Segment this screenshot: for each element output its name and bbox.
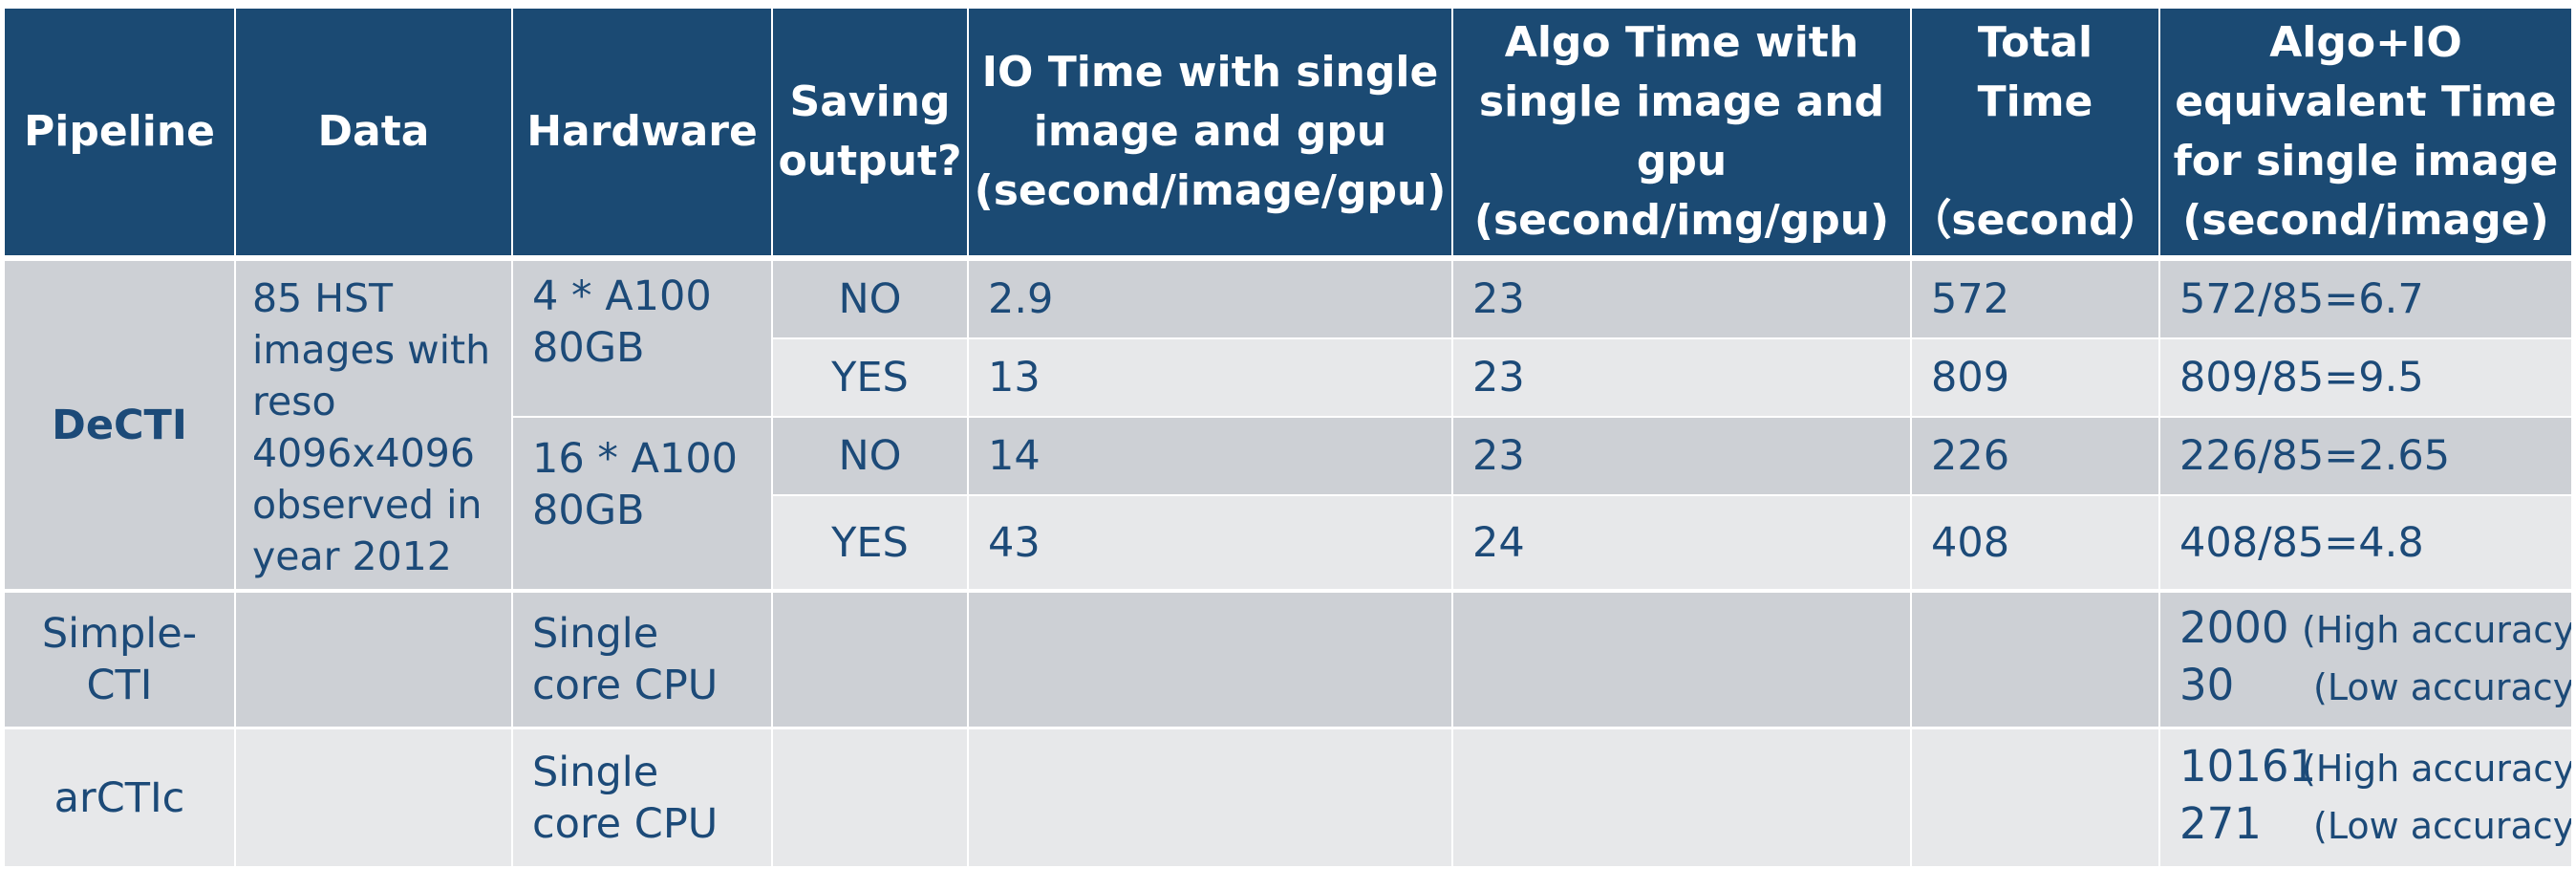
equivalent-time-cell: 10161 (High accuracy) 271 (Low accuracy) [2160, 729, 2571, 866]
algo-time-cell: 23 [1453, 339, 1910, 416]
high-accuracy-line: 2000 (High accuracy) [2179, 602, 2571, 660]
high-accuracy-value: 2000 [2179, 602, 2289, 653]
high-accuracy-value: 10161 [2179, 740, 2317, 792]
hardware-single-core-cpu: Single core CPU [513, 729, 771, 866]
low-accuracy-label: (Low accuracy) [2313, 804, 2571, 847]
low-accuracy-label: (Low accuracy) [2313, 666, 2571, 708]
header-total-time: Total Time （second） [1912, 9, 2158, 255]
pipeline-simplecti: Simple- CTI [5, 593, 234, 727]
header-hardware: Hardware [513, 9, 771, 255]
io-time-cell: 2.9 [969, 261, 1451, 337]
header-io-time: IO Time with single image and gpu (secon… [969, 9, 1451, 255]
io-time-cell: 14 [969, 418, 1451, 494]
data-description: 85 HST images with reso 4096x4096 observ… [236, 261, 511, 589]
algo-time-cell-empty [1453, 593, 1910, 727]
high-accuracy-label: (High accuracy) [2302, 747, 2571, 790]
algo-time-cell: 23 [1453, 261, 1910, 337]
io-time-cell: 13 [969, 339, 1451, 416]
io-time-cell-empty [969, 593, 1451, 727]
total-time-cell: 572 [1912, 261, 2158, 337]
total-time-cell-empty [1912, 593, 2158, 727]
header-algo-time: Algo Time with single image and gpu (sec… [1453, 9, 1910, 255]
data-cell-empty [236, 729, 511, 866]
total-time-cell: 809 [1912, 339, 2158, 416]
equivalent-time-cell: 408/85=4.8 [2160, 496, 2571, 589]
equivalent-time-cell: 809/85=9.5 [2160, 339, 2571, 416]
hardware-16-a100: 16 * A100 80GB [513, 418, 771, 589]
low-accuracy-value: 30 [2179, 660, 2235, 710]
hardware-single-core-cpu: Single core CPU [513, 593, 771, 727]
low-accuracy-line: 30 (Low accuracy) [2179, 660, 2571, 717]
equivalent-time-cell: 2000 (High accuracy) 30 (Low accuracy) [2160, 593, 2571, 727]
total-time-cell: 408 [1912, 496, 2158, 589]
total-time-cell: 226 [1912, 418, 2158, 494]
io-time-cell-empty [969, 729, 1451, 866]
algo-time-cell: 23 [1453, 418, 1910, 494]
header-data: Data [236, 9, 511, 255]
saving-output-cell: YES [773, 496, 967, 589]
low-accuracy-value: 271 [2179, 797, 2262, 849]
saving-output-cell: NO [773, 418, 967, 494]
low-accuracy-line: 271 (Low accuracy) [2179, 798, 2571, 856]
saving-output-cell: NO [773, 261, 967, 337]
saving-output-cell: YES [773, 339, 967, 416]
high-accuracy-label: (High accuracy) [2302, 609, 2571, 651]
hardware-4-a100: 4 * A100 80GB [513, 261, 771, 416]
header-pipeline: Pipeline [5, 9, 234, 255]
pipeline-arctic: arCTIc [5, 729, 234, 866]
equivalent-time-cell: 226/85=2.65 [2160, 418, 2571, 494]
high-accuracy-line: 10161 (High accuracy) [2179, 741, 2571, 798]
equivalent-time-cell: 572/85=6.7 [2160, 261, 2571, 337]
header-saving-output: Saving output? [773, 9, 967, 255]
saving-output-cell-empty [773, 729, 967, 866]
pipeline-decti: DeCTI [5, 261, 234, 589]
algo-time-cell: 24 [1453, 496, 1910, 589]
algo-time-cell-empty [1453, 729, 1910, 866]
total-time-cell-empty [1912, 729, 2158, 866]
header-equivalent-time: Algo+IO equivalent Time for single image… [2160, 9, 2571, 255]
saving-output-cell-empty [773, 593, 967, 727]
io-time-cell: 43 [969, 496, 1451, 589]
data-cell-empty [236, 593, 511, 727]
